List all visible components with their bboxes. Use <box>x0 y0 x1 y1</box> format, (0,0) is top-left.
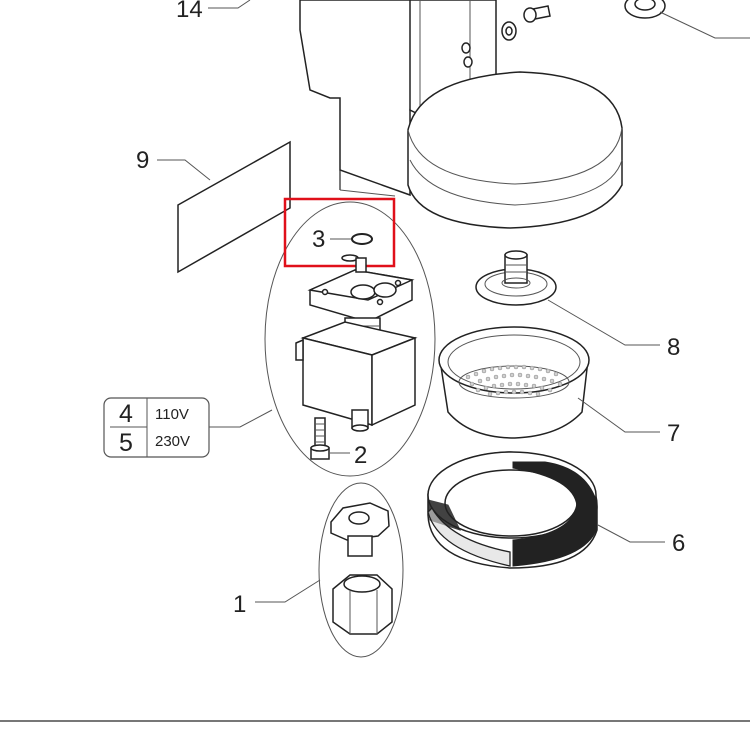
voltage-table: 4 110V 5 230V <box>103 397 210 458</box>
gasket-ring <box>427 451 598 569</box>
valve-group-outline <box>264 201 436 477</box>
fittings-group-outline <box>318 482 404 658</box>
callout-2: 2 <box>354 442 367 469</box>
label-plate <box>177 140 291 274</box>
leader-line-7 <box>577 397 660 433</box>
small-screw <box>501 5 551 41</box>
callout-1: 1 <box>233 591 246 618</box>
oring <box>351 233 373 245</box>
callout-14: 14 <box>176 0 203 23</box>
solenoid-valve <box>295 254 418 432</box>
leader-line-1 <box>255 579 321 603</box>
callout-7: 7 <box>667 420 680 447</box>
voltage-row1-value: 110V <box>155 406 189 423</box>
filter-basket <box>438 326 590 439</box>
leader-line-8 <box>547 299 660 346</box>
shower-disc <box>475 250 557 306</box>
fitting-lower <box>332 574 393 635</box>
leader-line-6 <box>597 524 665 543</box>
callout-3: 3 <box>312 226 325 253</box>
fitting-upper <box>330 502 390 557</box>
leader-line-top-right <box>659 11 750 39</box>
top-right-washer <box>624 0 666 19</box>
callout-9: 9 <box>136 147 149 174</box>
voltage-row2-number: 5 <box>119 429 133 457</box>
leader-line-14 <box>208 0 251 9</box>
voltage-row1-number: 4 <box>119 400 133 428</box>
leader-line-9 <box>157 159 211 181</box>
voltage-row2-value: 230V <box>155 433 190 450</box>
brew-group-body <box>299 0 623 229</box>
callout-8: 8 <box>667 334 680 361</box>
screw <box>310 417 330 460</box>
oring-highlight-box <box>283 197 396 268</box>
leader-line-4-5 <box>209 409 273 428</box>
callout-6: 6 <box>672 530 685 557</box>
